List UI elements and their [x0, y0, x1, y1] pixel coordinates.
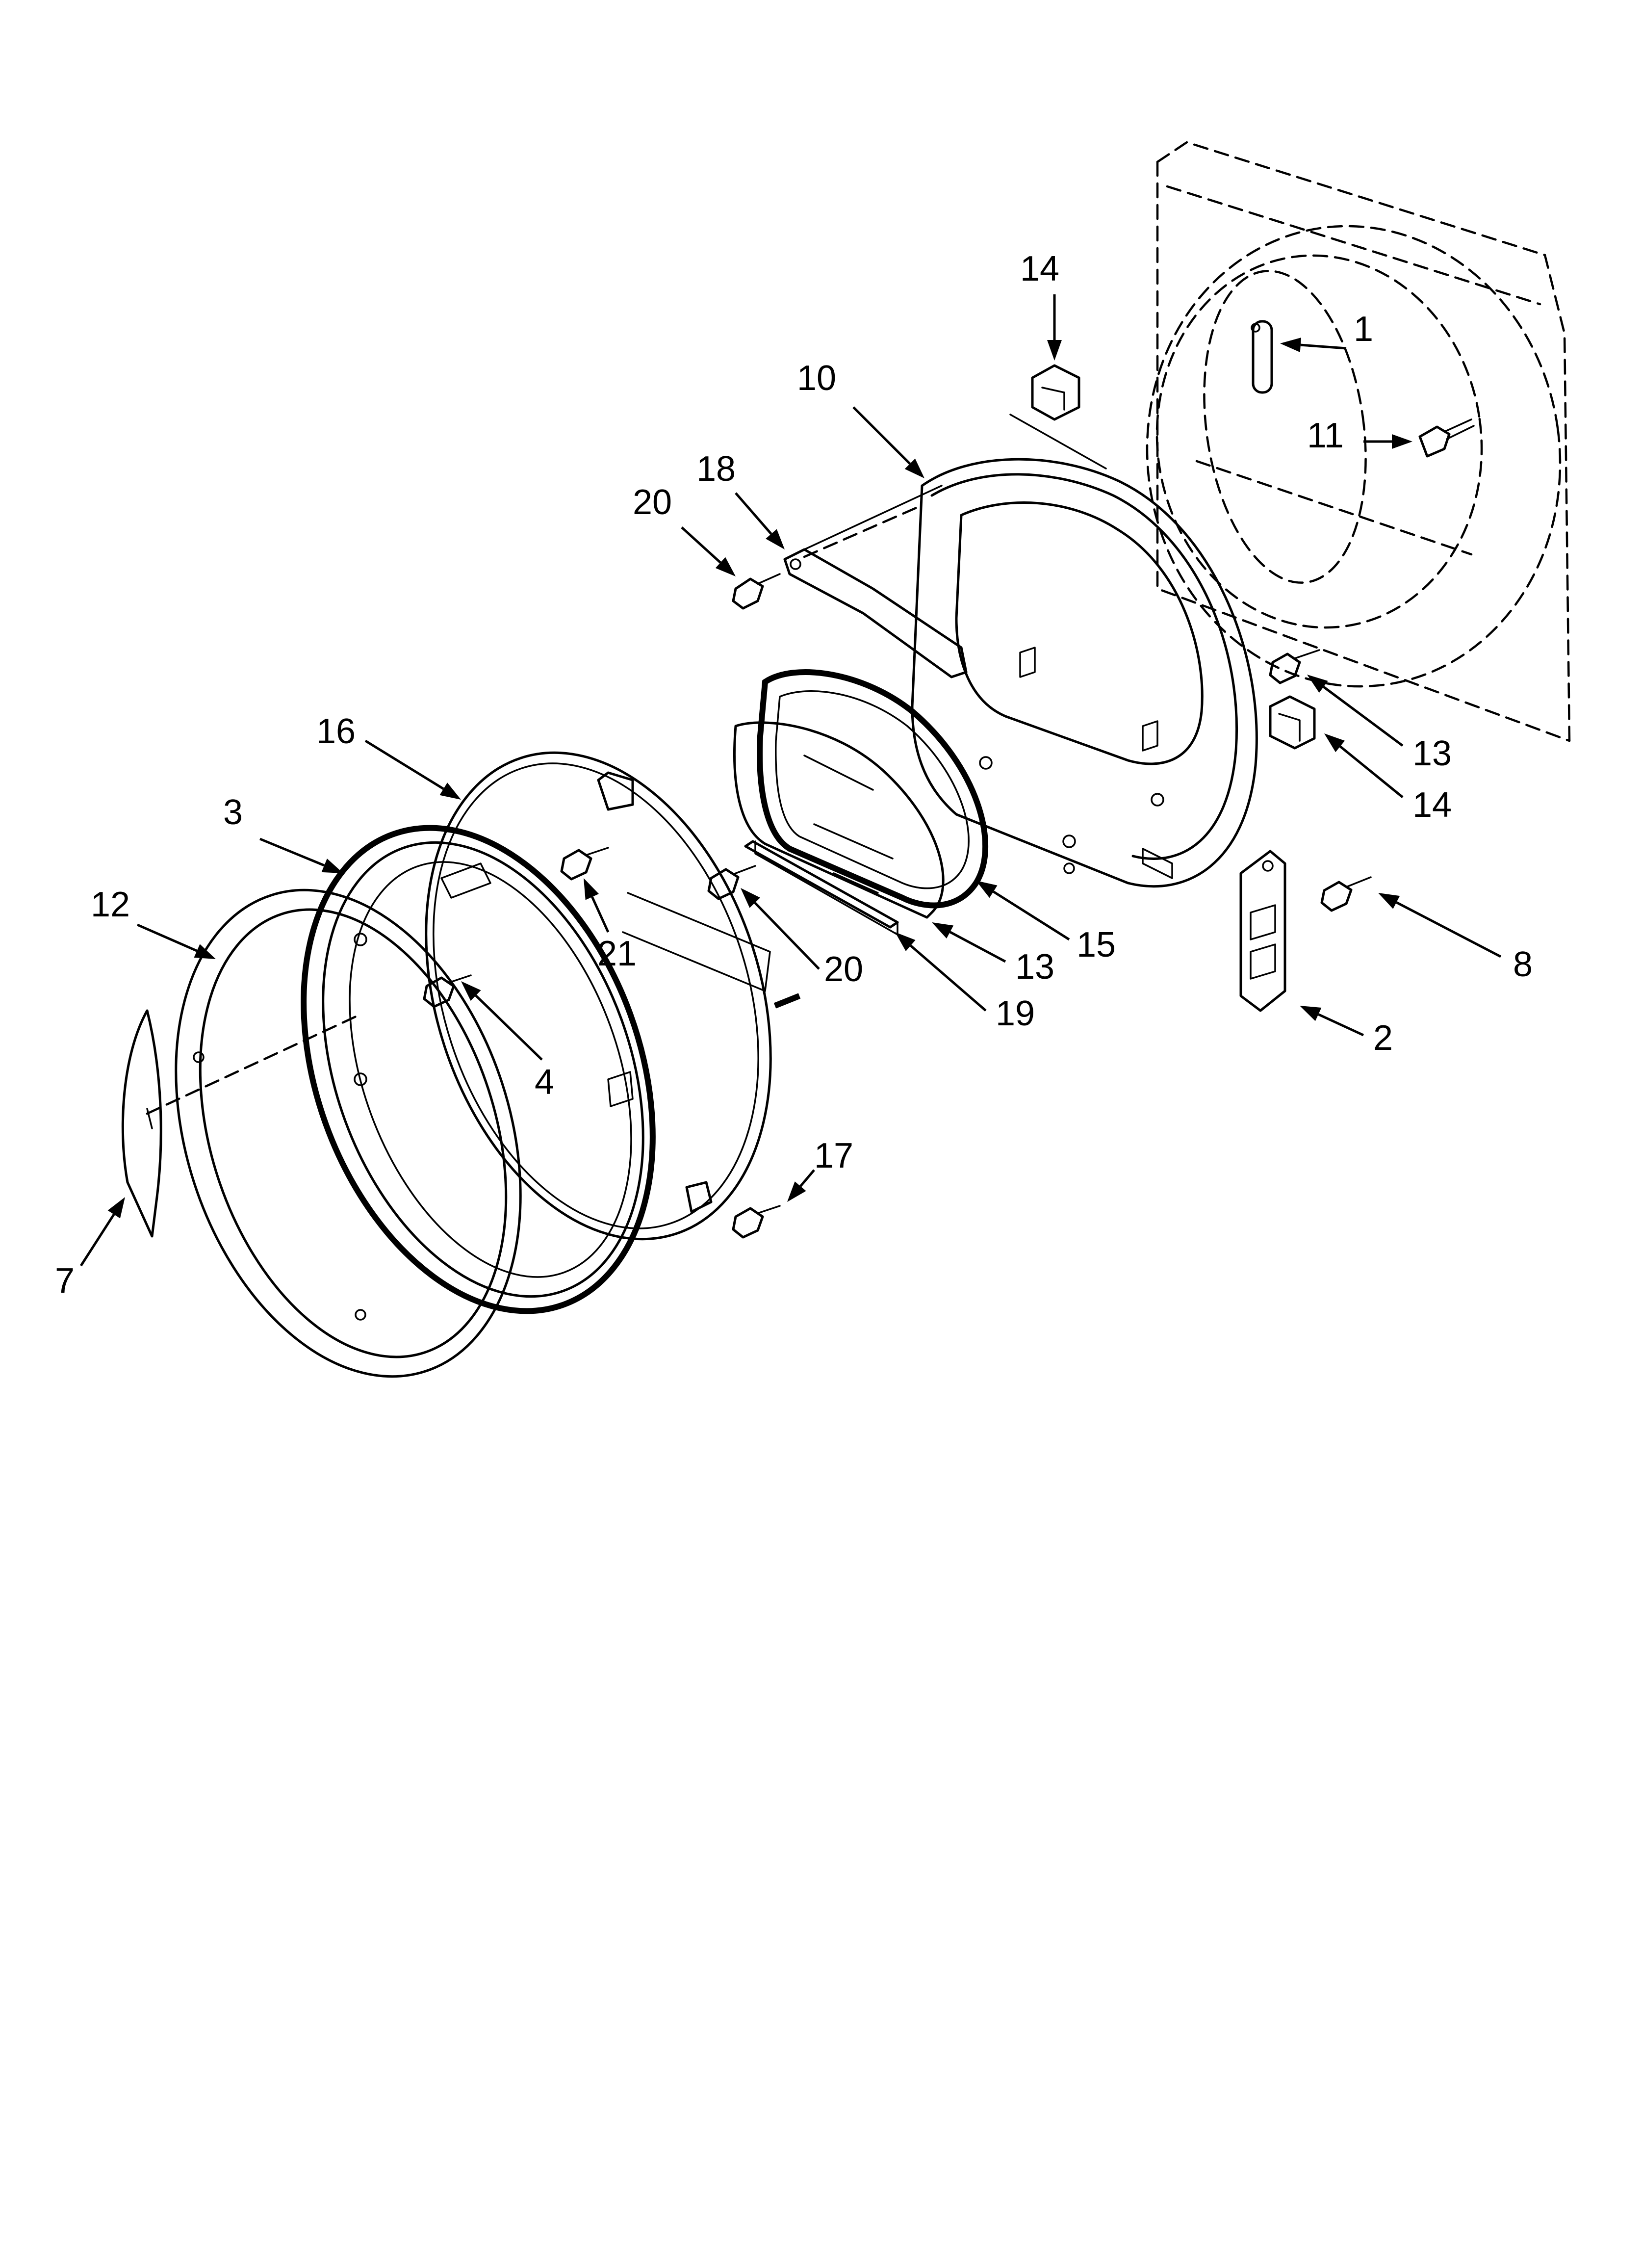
leader-line-18	[735, 492, 772, 535]
leader-line-20b	[754, 902, 820, 970]
hinge-bracket-right	[1269, 695, 1316, 750]
callout-label-21: 21	[597, 934, 637, 973]
leader-line-16	[364, 739, 444, 790]
screw-21	[560, 847, 609, 881]
arrowhead-16	[439, 782, 461, 800]
callout-labels: 1 2 3 4 7 8 10 11 12 13 13 14 14 15 16 1…	[55, 249, 1533, 1301]
arrowhead-1	[1280, 338, 1301, 353]
arrowhead-14a	[1047, 340, 1062, 361]
callout-label-13b: 13	[1015, 947, 1054, 987]
callout-label-20b: 20	[824, 950, 863, 989]
leader-line-10	[852, 406, 911, 465]
callout-label-1: 1	[1354, 310, 1373, 349]
callout-label-7: 7	[55, 1261, 75, 1301]
alignment-line	[146, 1014, 359, 1115]
callout-label-15: 15	[1077, 925, 1116, 965]
arrowhead-8	[1378, 893, 1400, 909]
screw-13-right	[1269, 649, 1320, 684]
leader-line-12	[136, 923, 198, 952]
hinge-bracket-top	[1009, 364, 1107, 469]
door-glass	[733, 721, 945, 919]
arrowhead-15	[976, 881, 998, 898]
callout-label-4: 4	[535, 1063, 554, 1102]
arrowhead-13a	[1307, 675, 1328, 693]
door-handle	[121, 1009, 162, 1238]
arrowhead-4	[461, 981, 481, 1001]
arrowhead-12	[194, 944, 216, 959]
arrowhead-17	[787, 1181, 806, 1202]
arrowhead-18	[766, 529, 785, 549]
door-strike	[1251, 320, 1273, 394]
leader-line-19	[910, 944, 987, 1012]
arrowhead-10	[904, 458, 924, 478]
leader-line-1	[1300, 343, 1347, 350]
leader-line-3	[259, 837, 325, 867]
screw-20-top	[732, 573, 781, 610]
door-strip	[744, 840, 899, 936]
outer-trim-ring	[175, 888, 522, 1378]
callout-label-11: 11	[1307, 416, 1344, 455]
arrowhead-21	[584, 878, 599, 900]
leader-line-15	[993, 890, 1070, 941]
arrowhead-20b	[741, 888, 761, 908]
door-hinge	[1239, 850, 1286, 1012]
arrowhead-3	[321, 859, 343, 873]
callout-label-12: 12	[91, 885, 130, 924]
arrowhead-7	[107, 1197, 125, 1219]
callout-label-13a: 13	[1412, 734, 1452, 773]
screw-20-mid	[707, 865, 756, 900]
callout-label-10: 10	[797, 359, 836, 398]
callout-label-20a: 20	[633, 483, 672, 522]
leader-line-20a	[681, 526, 721, 564]
arrowhead-19	[895, 932, 916, 951]
outer-door-frame	[425, 751, 801, 1241]
inner-door-panel	[911, 458, 1258, 888]
callout-label-19: 19	[996, 994, 1035, 1033]
arrowhead-2	[1300, 1006, 1322, 1021]
door-ring	[301, 825, 656, 1314]
arrowhead-20a	[715, 557, 736, 576]
callout-label-14a: 14	[1020, 249, 1059, 288]
leader-line-7	[79, 1213, 115, 1267]
screw-8	[1320, 876, 1372, 912]
callout-label-16: 16	[316, 712, 356, 751]
arrowhead-14b	[1324, 733, 1345, 753]
callout-leaders	[79, 294, 1502, 1267]
door-seal-gasket	[757, 669, 988, 909]
leader-line-14b	[1339, 745, 1404, 798]
arrowhead-13b	[932, 922, 954, 938]
arrowhead-11	[1392, 434, 1412, 449]
leader-line-2	[1318, 1013, 1364, 1037]
callout-label-18: 18	[696, 449, 736, 489]
leader-line-8	[1396, 901, 1502, 958]
leader-line-21	[591, 896, 610, 933]
callout-label-8: 8	[1513, 945, 1533, 984]
screw-4	[423, 974, 472, 1008]
leader-line-4	[475, 994, 543, 1061]
door-bracket-strip	[783, 485, 968, 678]
callout-label-17: 17	[814, 1136, 853, 1175]
callout-label-14b: 14	[1412, 785, 1452, 825]
leader-line-13b	[949, 931, 1006, 963]
callout-label-2: 2	[1373, 1018, 1393, 1058]
leader-line-13a	[1323, 686, 1404, 747]
screw-11	[1418, 418, 1475, 458]
callout-label-3: 3	[223, 793, 243, 832]
leader-line-17	[799, 1169, 815, 1187]
cabinet-front-panel	[1146, 141, 1571, 742]
screw-17	[732, 1205, 781, 1239]
